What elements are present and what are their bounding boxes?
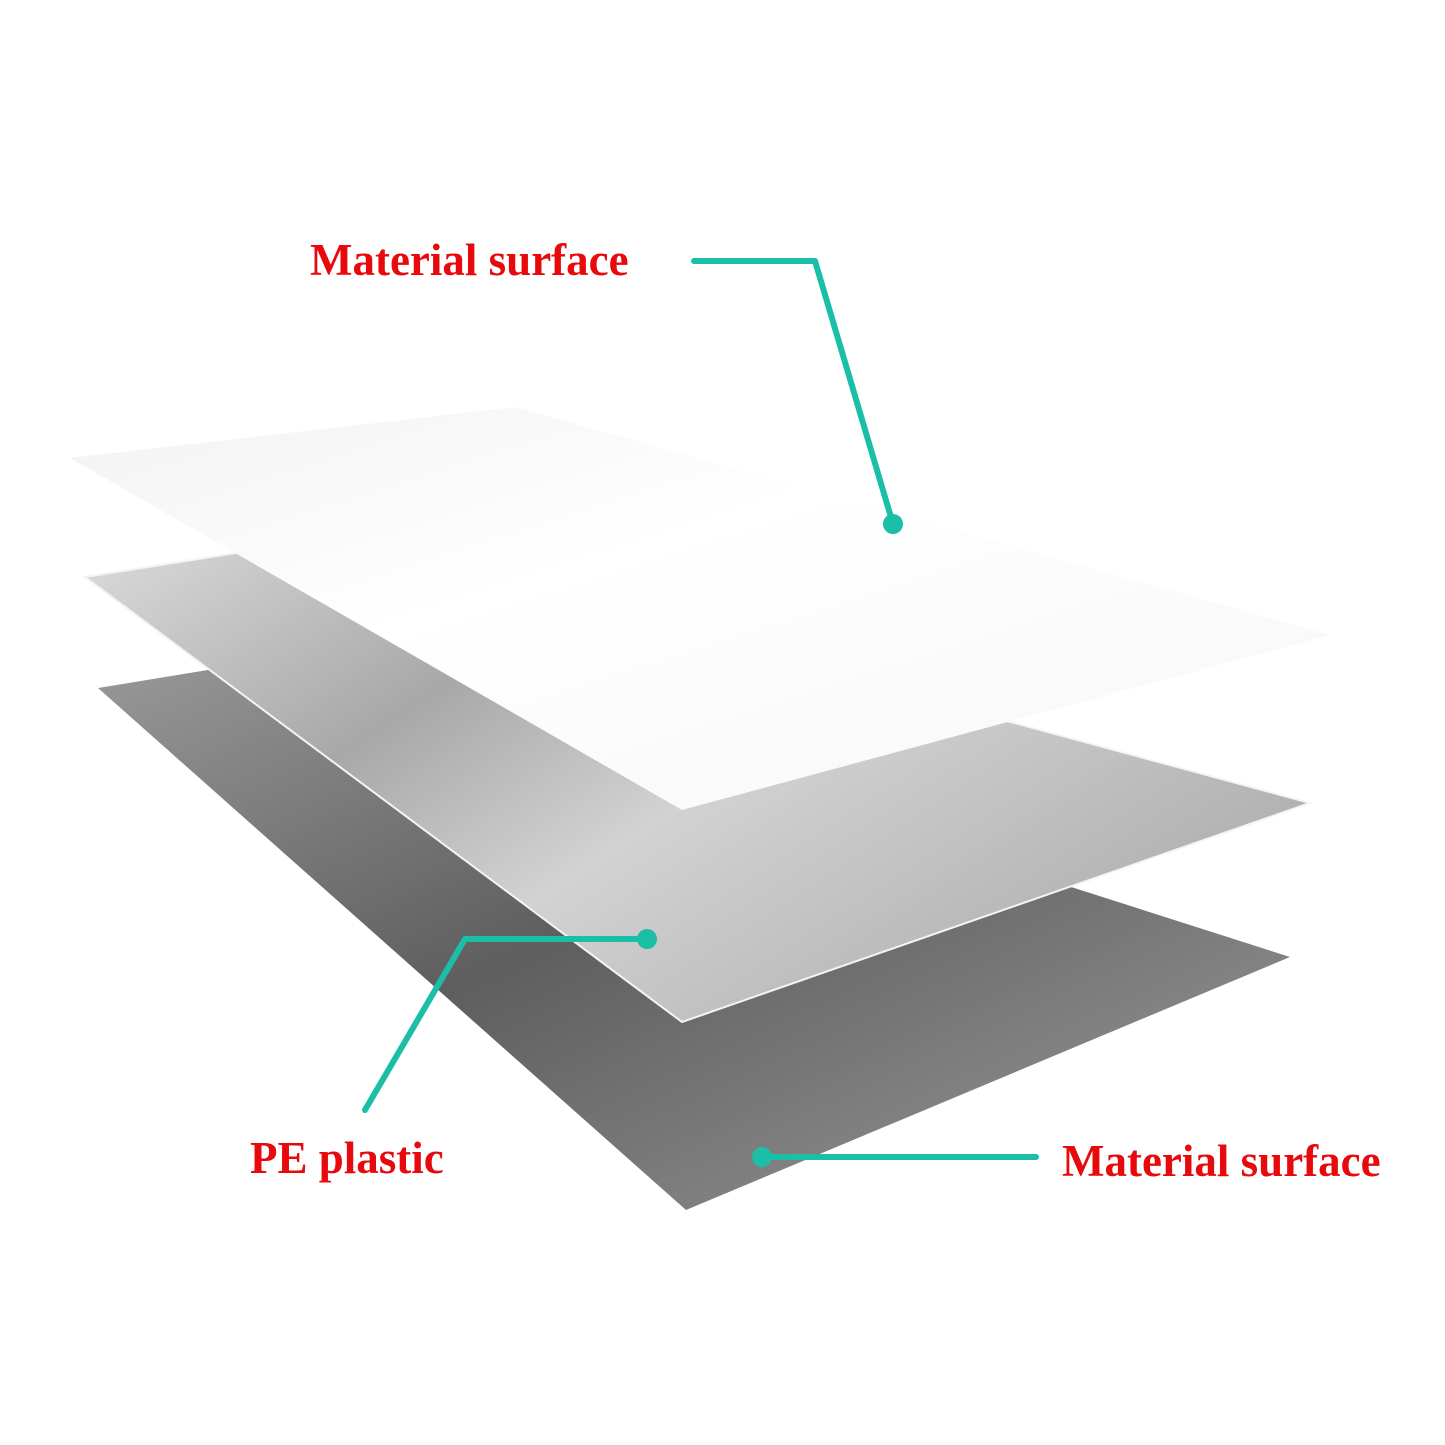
label-bottom-material-surface: Material surface xyxy=(1062,1136,1381,1186)
top-sheet xyxy=(70,407,1330,810)
label-top-material-surface: Material surface xyxy=(310,235,629,285)
callout-line-top xyxy=(691,258,896,527)
callout-dot-top xyxy=(883,514,903,534)
label-pe-plastic: PE plastic xyxy=(250,1133,444,1183)
callout-dot-bottom xyxy=(752,1147,772,1167)
callout-line-core xyxy=(362,936,650,1113)
callout-dot-core xyxy=(637,929,657,949)
